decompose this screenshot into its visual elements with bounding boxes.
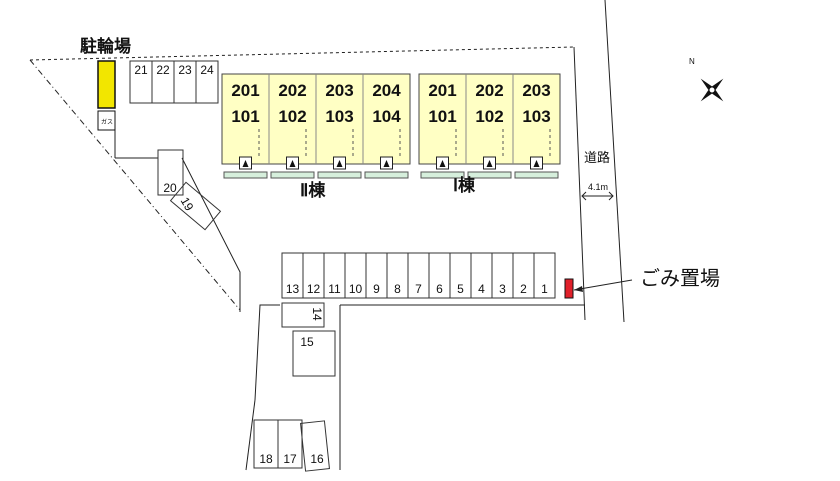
bicycle-parking-label: 駐輪場 — [80, 36, 131, 56]
parking-number-14: 14 — [310, 307, 324, 321]
parking-number-11: 11 — [328, 282, 341, 296]
compass-north: N — [689, 57, 695, 66]
garbage-pointer — [573, 279, 633, 291]
parking-number-10: 10 — [349, 282, 363, 296]
building-2-room-203: 203 — [325, 81, 353, 100]
stair-arrow-icon — [486, 160, 493, 167]
building-1-porch — [420, 171, 465, 179]
parking-number-21: 21 — [134, 63, 148, 77]
compass-icon — [700, 78, 724, 102]
road-width: 4.1m — [588, 182, 608, 192]
stair-arrow-icon — [336, 160, 343, 167]
building-2: 201 101 202 102 203 103 204 104 — [221, 73, 411, 179]
parking-top-group: 21 22 23 24 — [129, 60, 219, 104]
parking-number-18: 18 — [259, 452, 273, 466]
parking-space-14 — [281, 302, 325, 328]
building-2-label: Ⅱ棟 — [300, 180, 326, 200]
building-2-porch — [223, 171, 268, 179]
bicycle-shed — [97, 60, 116, 109]
parking-space-1 — [533, 252, 556, 299]
building-1-room-201: 201 — [428, 81, 456, 100]
parking-number-24: 24 — [200, 63, 214, 77]
building-1-body — [418, 73, 561, 165]
parking-space-20 — [157, 149, 184, 196]
building-2-room-103: 103 — [325, 107, 353, 126]
parking-number-15: 15 — [300, 335, 314, 349]
building-1-label: Ⅰ棟 — [453, 175, 476, 195]
building-2-room-201: 201 — [231, 81, 259, 100]
gas-box — [97, 110, 116, 131]
stair-arrow-icon — [533, 160, 540, 167]
parking-number-1: 1 — [541, 282, 548, 296]
building-2-porch — [364, 171, 409, 179]
building-1-room-101: 101 — [428, 107, 456, 126]
stair-arrow-icon — [439, 160, 446, 167]
parking-space-15 — [292, 330, 336, 377]
garbage-area — [564, 278, 574, 299]
building-2-room-104: 104 — [372, 107, 401, 126]
parking-number-12: 12 — [307, 282, 321, 296]
parking-number-16: 16 — [310, 452, 324, 466]
building-1-room-202: 202 — [475, 81, 503, 100]
road — [581, 0, 625, 323]
building-2-room-204: 204 — [372, 81, 401, 100]
building-1-room-103: 103 — [522, 107, 550, 126]
building-2-room-202: 202 — [278, 81, 306, 100]
building-1-porch — [467, 171, 512, 179]
parking-space-17 — [277, 419, 303, 469]
parking-space-24 — [195, 60, 219, 104]
parking-number-17: 17 — [283, 452, 297, 466]
parking-number-2: 2 — [520, 282, 527, 296]
parking-space-16 — [300, 420, 330, 472]
parking-space-19 — [169, 181, 222, 231]
building-2-room-102: 102 — [278, 107, 306, 126]
garbage-label: ごみ置場 — [640, 267, 720, 290]
parking-number-7: 7 — [415, 282, 422, 296]
building-2-porch — [270, 171, 315, 179]
building-2-room-101: 101 — [231, 107, 259, 126]
building-2-porch — [317, 171, 362, 179]
site-boundary — [29, 46, 586, 471]
stair-arrow-icon — [242, 160, 249, 167]
parking-number-20: 20 — [163, 181, 177, 195]
parking-number-13: 13 — [286, 282, 300, 296]
building-1-porch — [514, 171, 559, 179]
parking-number-5: 5 — [457, 282, 464, 296]
parking-number-23: 23 — [178, 63, 192, 77]
building-1-room-203: 203 — [522, 81, 550, 100]
gas-box-label: ガス — [101, 118, 113, 126]
stair-arrow-icon — [289, 160, 296, 167]
parking-number-4: 4 — [478, 282, 485, 296]
building-1: 201 101 202 102 203 103 — [418, 73, 561, 179]
parking-number-3: 3 — [499, 282, 506, 296]
building-1-room-102: 102 — [475, 107, 503, 126]
parking-number-19: 19 — [178, 195, 197, 214]
garbage-arrow-icon — [574, 286, 583, 292]
parking-number-9: 9 — [373, 282, 380, 296]
parking-number-6: 6 — [436, 282, 443, 296]
parking-number-8: 8 — [394, 282, 401, 296]
road-label: 道路 — [584, 150, 610, 165]
stair-arrow-icon — [383, 160, 390, 167]
parking-number-22: 22 — [156, 63, 170, 77]
